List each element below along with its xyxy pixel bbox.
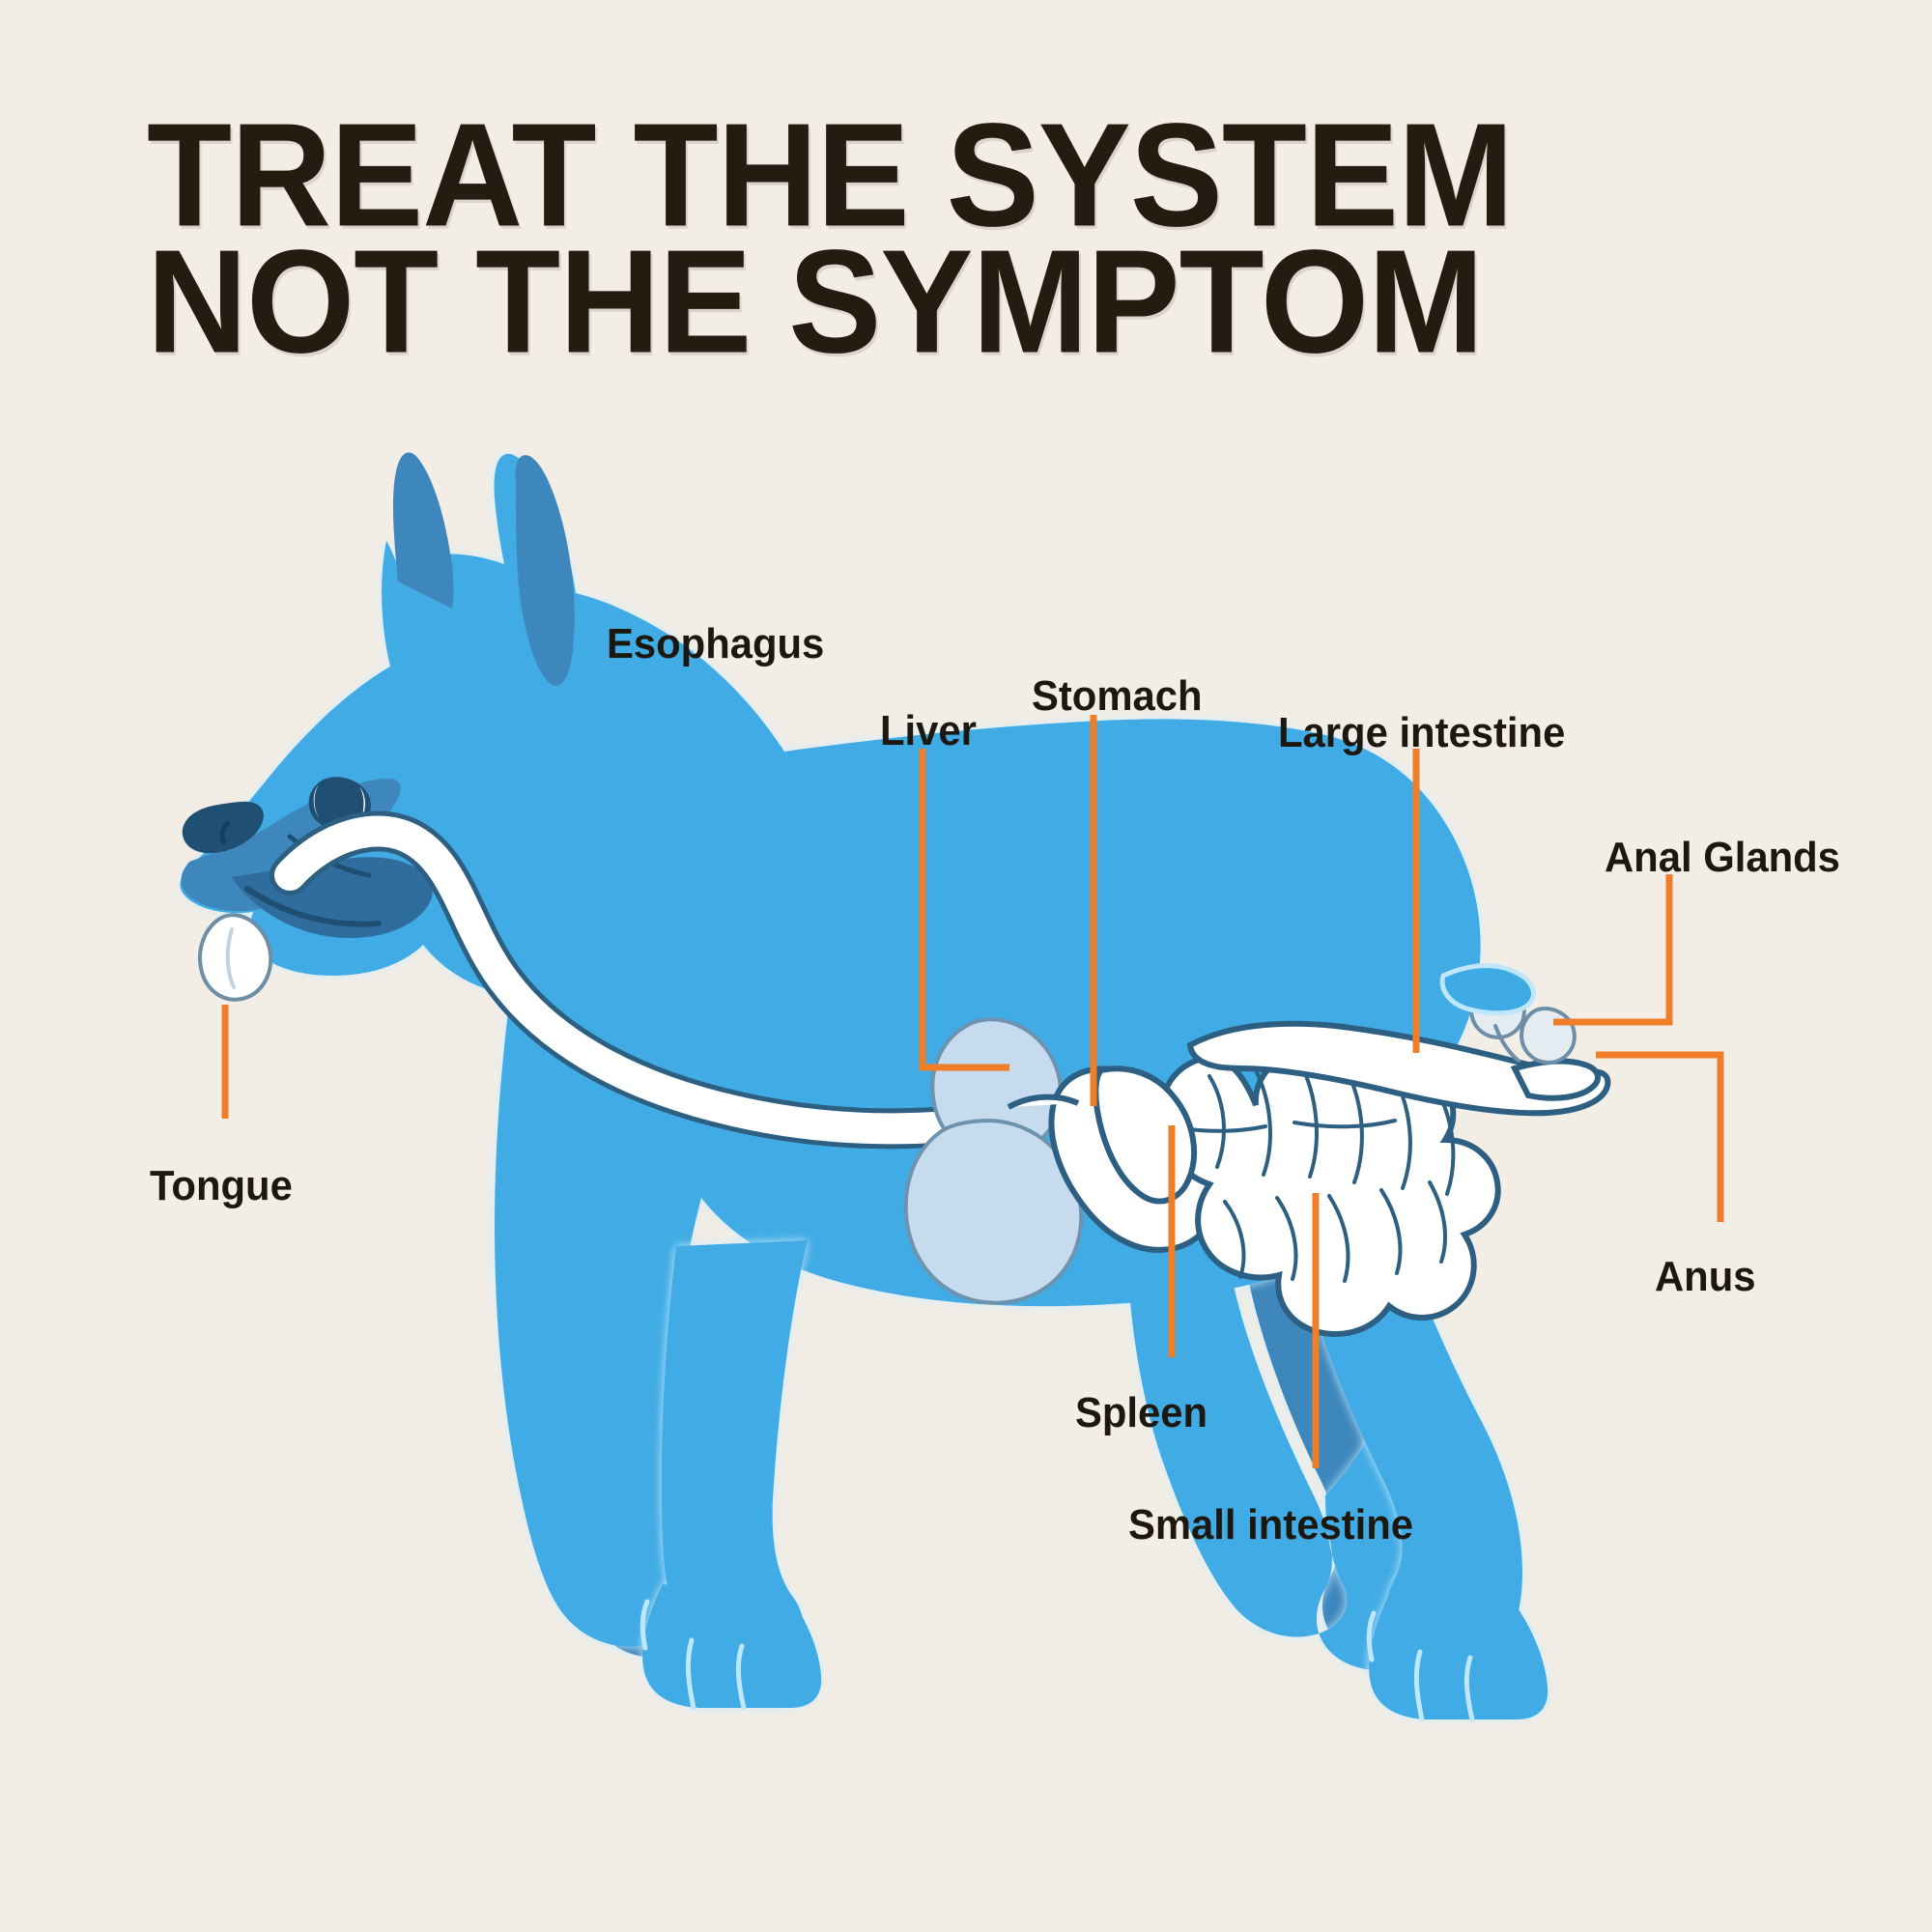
title-line-2: NOT THE SYMPTOM xyxy=(147,218,1484,384)
label-stomach: Stomach xyxy=(1032,672,1203,720)
near-front-leg xyxy=(661,1240,808,1666)
dog-ears xyxy=(392,452,575,686)
label-tongue: Tongue xyxy=(150,1162,293,1209)
anal-gland-duct xyxy=(1493,1024,1520,1063)
anal-gland-lower xyxy=(1520,1007,1577,1065)
paw-toe-lines xyxy=(639,1599,1475,1722)
eye-highlight-left xyxy=(313,784,319,817)
organ-esophagus-fill xyxy=(274,815,1045,1145)
label-anus: Anus xyxy=(1655,1253,1756,1300)
label-large-intestine: Large intestine xyxy=(1278,709,1566,756)
page-title: TREAT THE SYSTEM NOT THE SYMPTOM xyxy=(147,101,1514,374)
small-intestine-coil-lines xyxy=(1179,1065,1456,1283)
organ-tongue xyxy=(198,913,273,1002)
stomach-neck xyxy=(1007,1094,1080,1110)
near-hind-paw xyxy=(1369,1594,1548,1719)
tongue-shape xyxy=(198,913,273,1002)
label-small-intestine: Small intestine xyxy=(1128,1501,1414,1548)
liver-lobe-lower xyxy=(903,1118,1084,1305)
label-esophagus: Esophagus xyxy=(607,620,825,668)
dog-body-silhouette xyxy=(180,453,1481,1671)
rectum-segment xyxy=(1510,1058,1602,1101)
label-spleen: Spleen xyxy=(1075,1389,1208,1436)
title-line-1: TREAT THE SYSTEM xyxy=(147,92,1514,257)
dog-body xyxy=(180,453,1481,1671)
ear-near-inner xyxy=(515,455,575,686)
tongue-crease xyxy=(225,927,236,989)
nose-nostril xyxy=(219,820,231,845)
label-liver: Liver xyxy=(880,707,977,754)
label-anal-glands: Anal Glands xyxy=(1605,834,1840,881)
ear-far xyxy=(392,452,454,609)
dog-tail xyxy=(1439,963,1536,1016)
mouth-line xyxy=(244,886,382,927)
